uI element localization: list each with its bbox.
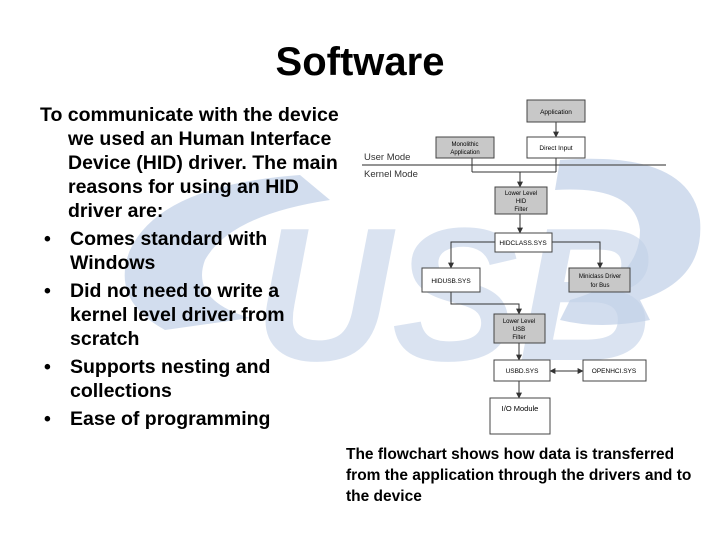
svg-text:Application: Application	[450, 150, 479, 156]
bullet-dot-icon: •	[44, 356, 51, 378]
svg-text:Monolithic: Monolithic	[451, 142, 478, 148]
node-openhci-sys: OPENHCI.SYS	[582, 359, 647, 382]
bullet-dot-icon: •	[44, 280, 51, 302]
svg-text:Lower Level: Lower Level	[505, 191, 537, 197]
node-io-module: I/O Module	[489, 397, 551, 435]
svg-text:Filter: Filter	[512, 335, 525, 341]
bullet-item: • Supports nesting and collections	[40, 355, 340, 403]
kernel-mode-label: Kernel Mode	[364, 169, 418, 180]
edge-hidusb-lower-usb	[450, 292, 522, 315]
bullet-text: Did not need to write a kernel level dri…	[70, 280, 285, 350]
svg-text:for Bus: for Bus	[590, 283, 609, 289]
svg-text:Miniclass Driver: Miniclass Driver	[579, 274, 621, 280]
edge-hidclass-miniclass	[552, 241, 603, 269]
svg-text:USB: USB	[513, 327, 525, 333]
node-hidclass-sys: HIDCLASS.SYS	[494, 232, 553, 253]
svg-text:Filter: Filter	[514, 207, 527, 213]
svg-text:Direct Input: Direct Input	[539, 145, 572, 152]
node-application: Application	[526, 99, 586, 123]
node-monolithic-application: Monolithic Application	[435, 136, 495, 159]
svg-text:OPENHCI.SYS: OPENHCI.SYS	[592, 368, 637, 375]
bullet-text: Comes standard with Windows	[70, 228, 268, 274]
flowchart-caption: The flowchart shows how data is transfer…	[346, 446, 692, 505]
svg-text:HID: HID	[516, 199, 527, 205]
node-direct-input: Direct Input	[526, 136, 586, 159]
svg-text:Lower Level: Lower Level	[503, 319, 535, 325]
svg-text:HIDCLASS.SYS: HIDCLASS.SYS	[499, 240, 547, 247]
node-lower-level-hid-filter: Lower Level HID Filter	[494, 186, 548, 215]
svg-text:I/O Module: I/O Module	[502, 404, 539, 413]
svg-text:USBD.SYS: USBD.SYS	[506, 368, 540, 375]
edge-hidclass-hidusb	[448, 241, 495, 269]
bullet-dot-icon: •	[44, 228, 51, 250]
node-miniclass-driver: Miniclass Driver for Bus	[568, 267, 631, 293]
svg-text:HIDUSB.SYS: HIDUSB.SYS	[431, 278, 471, 285]
node-lower-level-usb-filter: Lower Level USB Filter	[493, 313, 546, 344]
user-mode-label: User Mode	[364, 152, 410, 163]
slide-body: To communicate with the device we used a…	[40, 103, 340, 435]
bullet-item: • Did not need to write a kernel level dr…	[40, 279, 340, 351]
svg-text:Application: Application	[540, 109, 572, 116]
bullet-dot-icon: •	[44, 408, 51, 430]
slide-title: Software	[275, 40, 445, 84]
node-hidusb-sys: HIDUSB.SYS	[421, 267, 481, 293]
intro-paragraph: To communicate with the device we used a…	[40, 104, 339, 222]
bullet-item: • Comes standard with Windows	[40, 227, 340, 275]
node-usbd-sys: USBD.SYS	[493, 359, 551, 382]
bullet-text: Ease of programming	[70, 408, 271, 430]
bullet-list: • Comes standard with Windows • Did not ne…	[40, 227, 340, 431]
bullet-item: • Ease of programming	[40, 407, 340, 431]
bullet-text: Supports nesting and collections	[70, 356, 271, 402]
